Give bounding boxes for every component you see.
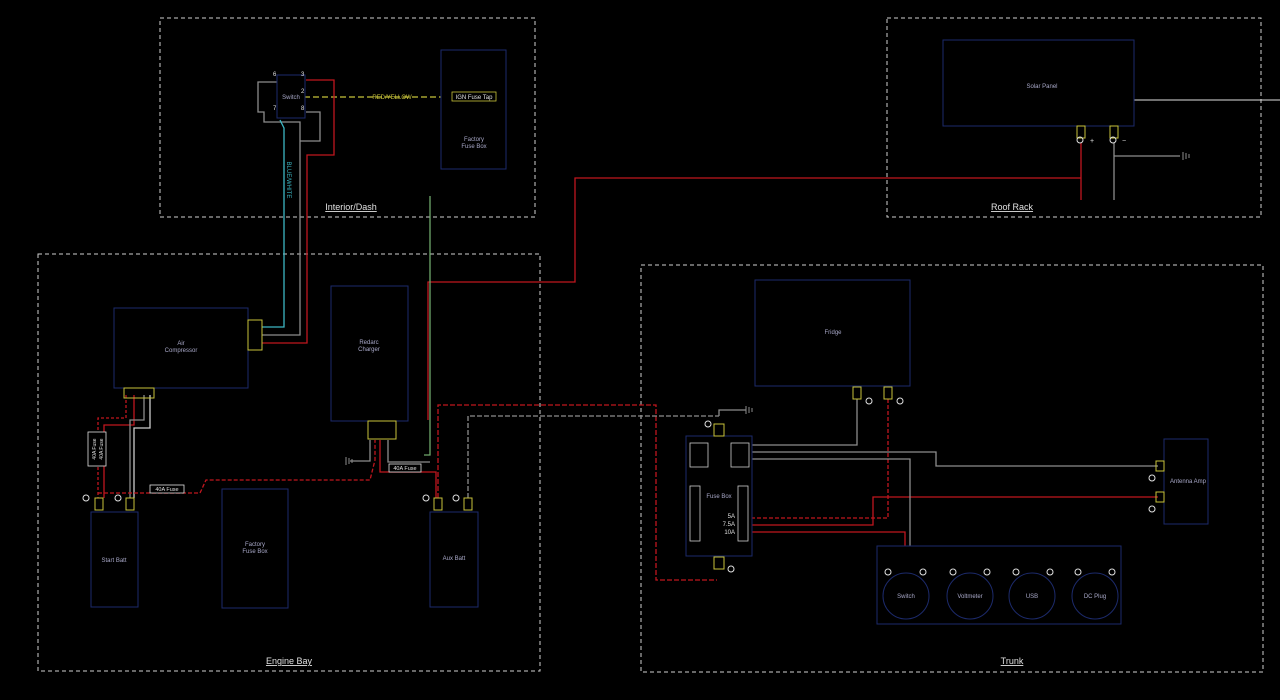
air-compressor: Air Compressor [113,307,263,399]
fridge: Fridge [754,279,911,405]
fridge-label: Fridge [824,330,842,336]
zone-roof-label: Roof Rack [991,202,1034,212]
switch-label: Switch [282,95,300,101]
wire-fridge-neg [752,399,858,446]
switch-pin-3: 3 [301,72,305,78]
wire-aux-fusebox-pos [437,404,717,581]
redarc-line1: Redarc [359,340,378,346]
solar-panel: Solar Panel + − [942,39,1135,145]
zone-interior: Interior/Dash [159,17,536,218]
switch-pin-2: 2 [301,89,305,95]
voltmeter-label: Voltmeter [957,594,982,600]
ground-symbol-engine [345,457,353,465]
wire-charger-green [424,196,431,456]
wire-switch-red [262,79,335,344]
redarc-line2: Charger [358,347,380,353]
fuse-rating-7-5a: 7.5A [723,522,735,528]
factory-fuse-box-engine-line1: Factory [245,542,265,548]
switch-pin-7: 7 [273,106,277,112]
wire-charger-gray [387,440,430,463]
wire-charger-ground [350,440,371,462]
wire-comp-gray2 [133,395,151,498]
wire-antenna-pos [752,496,1158,526]
start-battery: Start Batt [82,494,139,608]
wire-fusebox-ground [718,409,746,416]
factory-fuse-box-interior: IGN Fuse Tap Factory Fuse Box [440,49,507,170]
zone-engine: Engine Bay [37,253,541,672]
panel-switch-label: Switch [897,594,915,600]
ground-symbol-trunk [745,406,753,414]
wire-antenna-neg [752,451,1158,467]
dc-plug-label: DC Plug [1084,594,1106,600]
air-compressor-line1: Air [177,341,184,347]
wire-aux-fusebox-neg [467,415,719,498]
fuse-rating-5a: 5A [728,514,735,520]
wire-blue-white [262,119,285,328]
ignition-switch: Switch 6 3 2 7 8 [273,72,306,119]
zone-engine-label: Engine Bay [266,656,313,666]
aux-batt-label: Aux Batt [443,556,466,562]
zone-interior-label: Interior/Dash [325,202,377,212]
factory-fuse-box-engine: Factory Fuse Box [221,488,289,609]
usb-label: USB [1026,594,1038,600]
solar-neg-symbol: − [1122,138,1126,145]
fuse-box-label: Fuse Box [706,494,731,500]
red-yellow-label: RED/YELLOW [372,95,412,101]
redarc-charger: Redarc Charger [330,285,409,440]
zone-trunk-label: Trunk [1001,656,1024,666]
panel-voltmeter: Voltmeter [946,568,994,620]
panel-switch: Switch [882,568,930,620]
wire-panel-neg [752,458,911,567]
fuse-40a-c-label: 40A Fuse [155,487,178,493]
wire-switch-8 [300,111,321,142]
wire-switch-6 [257,81,301,336]
fuse-40a-b-label: 40A Fuse [99,438,105,459]
switch-pin-8: 8 [301,106,305,112]
aux-battery: Aux Batt [422,494,479,608]
panel-usb: USB [1008,568,1056,620]
solar-pos-symbol: + [1090,138,1094,145]
zone-trunk: Trunk [640,264,1264,673]
fuse-40a-a-label: 40A Fuse [92,438,98,459]
factory-fuse-box-interior-line1: Factory [464,137,484,143]
zone-roof: Roof Rack [886,17,1262,218]
start-batt-label: Start Batt [101,558,126,564]
switch-pin-6: 6 [273,72,277,78]
antenna-amp: Antenna Amp [1148,438,1209,525]
ground-symbol [1182,152,1190,160]
switch-panel: Switch Voltmeter USB DC Plug [876,545,1122,625]
fuse-box: Fuse Box 5A 7.5A 10A [685,420,753,573]
factory-fuse-box-engine-line2: Fuse Box [242,549,267,555]
antenna-amp-label: Antenna Amp [1170,479,1207,485]
wire-comp-gray [129,395,145,498]
wire-start-aux [98,440,376,494]
factory-fuse-box-interior-line2: Fuse Box [461,144,486,150]
solar-panel-label: Solar Panel [1026,84,1057,90]
blue-white-label: BLUE/WHITE [285,162,291,199]
ign-fuse-tap-label: IGN Fuse Tap [456,95,494,101]
air-compressor-line2: Compressor [165,348,198,354]
fuse-40a-d-label: 40A Fuse [393,466,416,472]
wire-solar-pos [427,143,1082,420]
compressor-fuses: 40A Fuse 40A Fuse 40A Fuse 40A Fuse [87,431,422,494]
wire-fridge-pos [752,399,889,519]
fuse-rating-10a: 10A [724,530,735,536]
panel-dc-plug: DC Plug [1071,568,1119,620]
